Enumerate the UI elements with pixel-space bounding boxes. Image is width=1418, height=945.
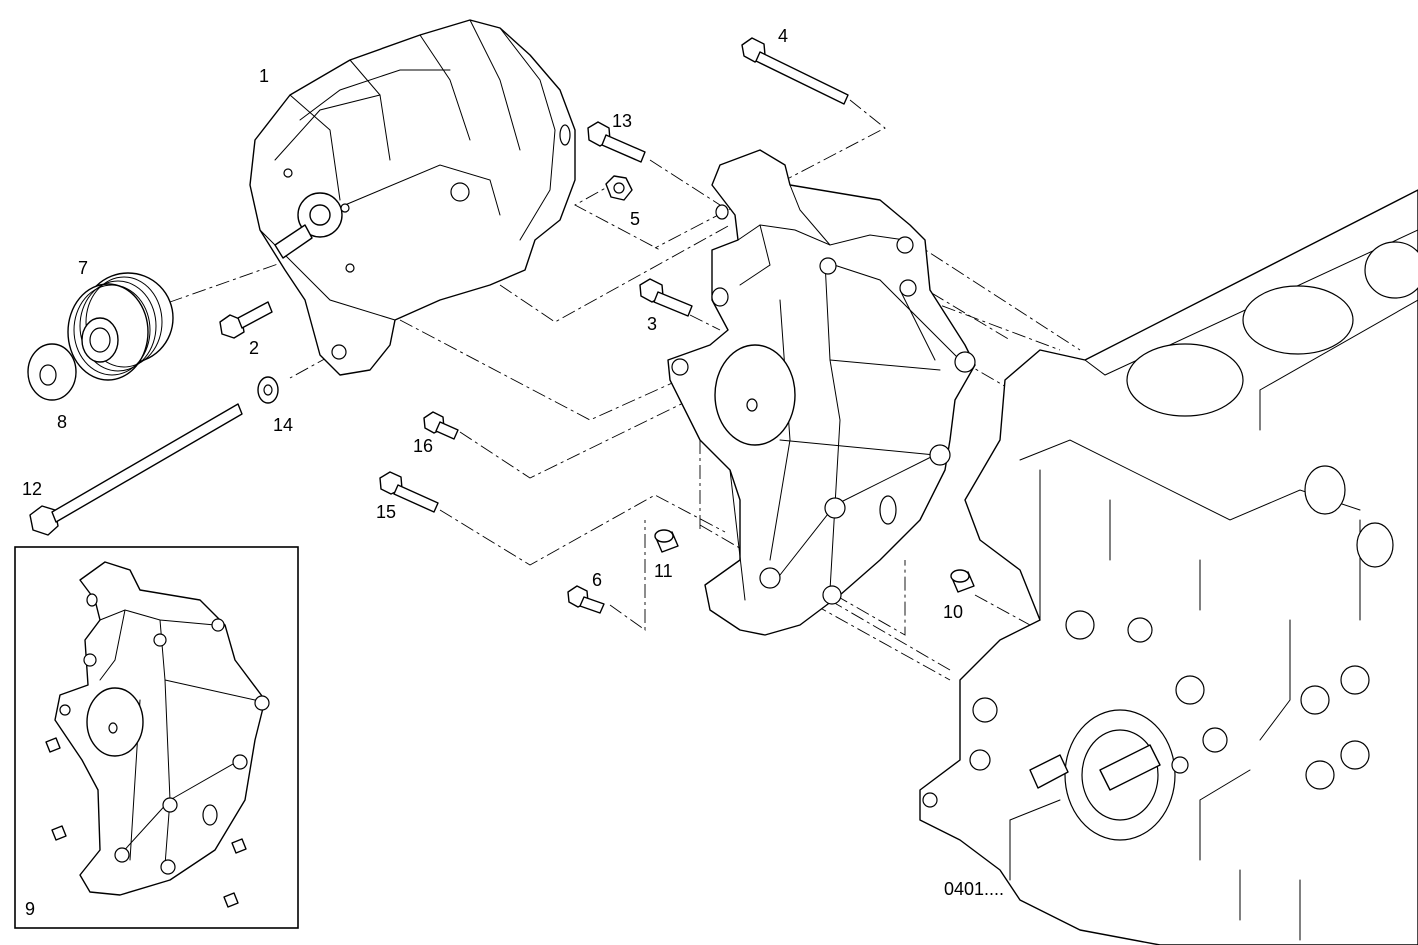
- callout-6: 6: [592, 570, 602, 590]
- callout-12: 12: [22, 479, 42, 499]
- pulley-7: [67, 272, 174, 381]
- bolt-2: [219, 301, 273, 339]
- washer-14: [257, 376, 279, 404]
- callout-10: 10: [943, 602, 963, 622]
- callout-14: 14: [273, 415, 293, 435]
- dowel-11: [654, 529, 679, 553]
- callout-3: 3: [647, 314, 657, 334]
- callout-5: 5: [630, 209, 640, 229]
- reference-code: 0401....: [944, 879, 1004, 899]
- callout-4: 4: [778, 26, 788, 46]
- bolt-16: [423, 411, 459, 440]
- bolt-3: [639, 278, 693, 317]
- bolt-12: [29, 403, 243, 536]
- bolt-13: [587, 121, 646, 163]
- callout-13: 13: [612, 111, 632, 131]
- callout-8: 8: [57, 412, 67, 432]
- callout-1: 1: [259, 66, 269, 86]
- nut-5: [605, 175, 633, 201]
- callout-labels: 1 2 3 4 5 6 7 8 9 10 11 12 13 14 15 16 0…: [22, 26, 1004, 919]
- engine-block: [919, 189, 1418, 945]
- dowel-10: [950, 569, 975, 593]
- callout-16: 16: [413, 436, 433, 456]
- callout-9: 9: [25, 899, 35, 919]
- alternator: [249, 19, 576, 376]
- bolt-6: [567, 585, 605, 614]
- callout-7: 7: [78, 258, 88, 278]
- bolt-4: [741, 37, 849, 105]
- inset-bracket-assembly: [14, 546, 299, 929]
- bolt-15: [379, 471, 439, 513]
- callout-2: 2: [249, 338, 259, 358]
- callout-15: 15: [376, 502, 396, 522]
- callout-11: 11: [654, 561, 673, 581]
- mounting-bracket: [667, 149, 976, 636]
- assembly-guide-lines: [169, 99, 1081, 681]
- washer-8: [27, 343, 77, 401]
